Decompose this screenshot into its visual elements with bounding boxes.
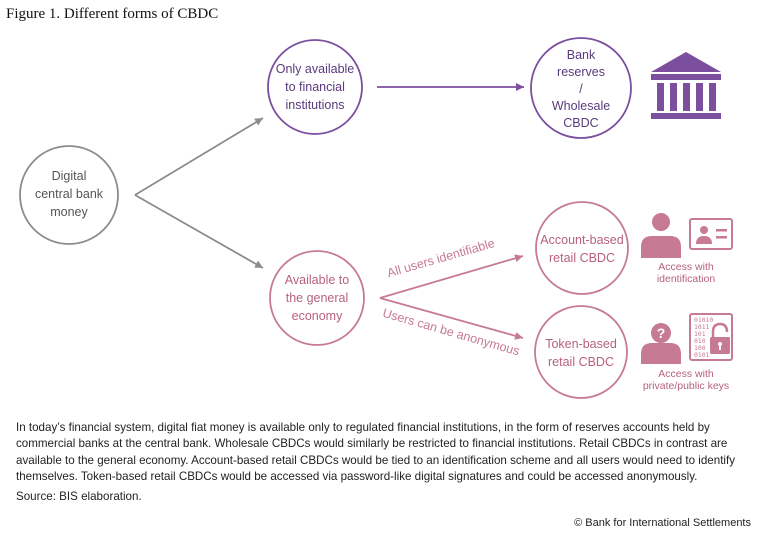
node-label-line: retail CBDC — [549, 251, 615, 265]
node-label-line: Account-based — [540, 233, 623, 247]
id-card-icon — [689, 218, 733, 250]
caption-line: identification — [657, 273, 716, 285]
edge-label-identifiable: All users identifiable — [386, 236, 497, 280]
node-label-line: to financial — [285, 80, 345, 94]
node-label-line: CBDC — [563, 116, 598, 130]
anonymous-user-icon — [641, 323, 681, 364]
copyright: © Bank for International Settlements — [574, 517, 751, 529]
figure-title: Figure 1. Different forms of CBDC — [6, 6, 219, 22]
node-label-line: / — [579, 82, 583, 96]
node-label-line: central bank — [35, 187, 104, 201]
node-label-line: Token-based — [545, 337, 617, 351]
node-financial-institutions: Only available to financial institutions — [267, 39, 363, 135]
caption-line: private/public keys — [643, 380, 729, 392]
node-label-line: Wholesale — [552, 99, 610, 113]
node-label-line: economy — [292, 309, 343, 323]
node-label-line: money — [50, 205, 88, 219]
bank-building-icon — [651, 52, 721, 119]
arrow-root-to-financial — [134, 117, 264, 196]
key-code-line: 010 — [694, 337, 706, 345]
caption-line: Access with — [658, 368, 714, 380]
node-label-line: retail CBDC — [548, 355, 614, 369]
node-label-line: institutions — [285, 98, 344, 112]
user-icon — [641, 213, 681, 258]
description: In today’s financial system, digital fia… — [16, 421, 736, 484]
node-label-line: Available to — [285, 273, 349, 287]
key-code-line: 0101 — [694, 351, 710, 359]
arrow-root-to-general — [134, 194, 264, 269]
key-code-line: 01010 — [694, 316, 713, 324]
arrow-general-to-account — [379, 254, 524, 299]
node-label-line: Digital — [52, 169, 87, 183]
caption-line: Access with — [658, 261, 714, 273]
source-note: Source: BIS elaboration. — [16, 490, 142, 503]
padlock-icon — [710, 322, 730, 354]
node-general-economy: Available to the general economy — [269, 250, 365, 346]
node-account-based: Account-based retail CBDC — [535, 201, 629, 295]
node-label-line: the general — [286, 291, 349, 305]
svg-text:01010 1011 101: 01010 1011 101 010 100 0101 — [694, 316, 717, 359]
node-label-line: reserves — [557, 65, 605, 79]
node-digital-money: Digital central bank money — [19, 145, 119, 245]
key-code-line: 1011 — [694, 323, 710, 331]
key-code-line: 100 — [694, 344, 706, 352]
node-label-line: Bank — [567, 48, 596, 62]
arrow-general-to-token — [379, 297, 524, 340]
question-mark-glyph: ? — [657, 325, 666, 341]
key-code-line: 101 — [694, 330, 706, 338]
node-label-line: Only available — [276, 62, 355, 76]
cbdc-diagram: All users identifiable Users can be anon… — [19, 37, 733, 399]
node-token-based: Token-based retail CBDC — [534, 305, 628, 399]
